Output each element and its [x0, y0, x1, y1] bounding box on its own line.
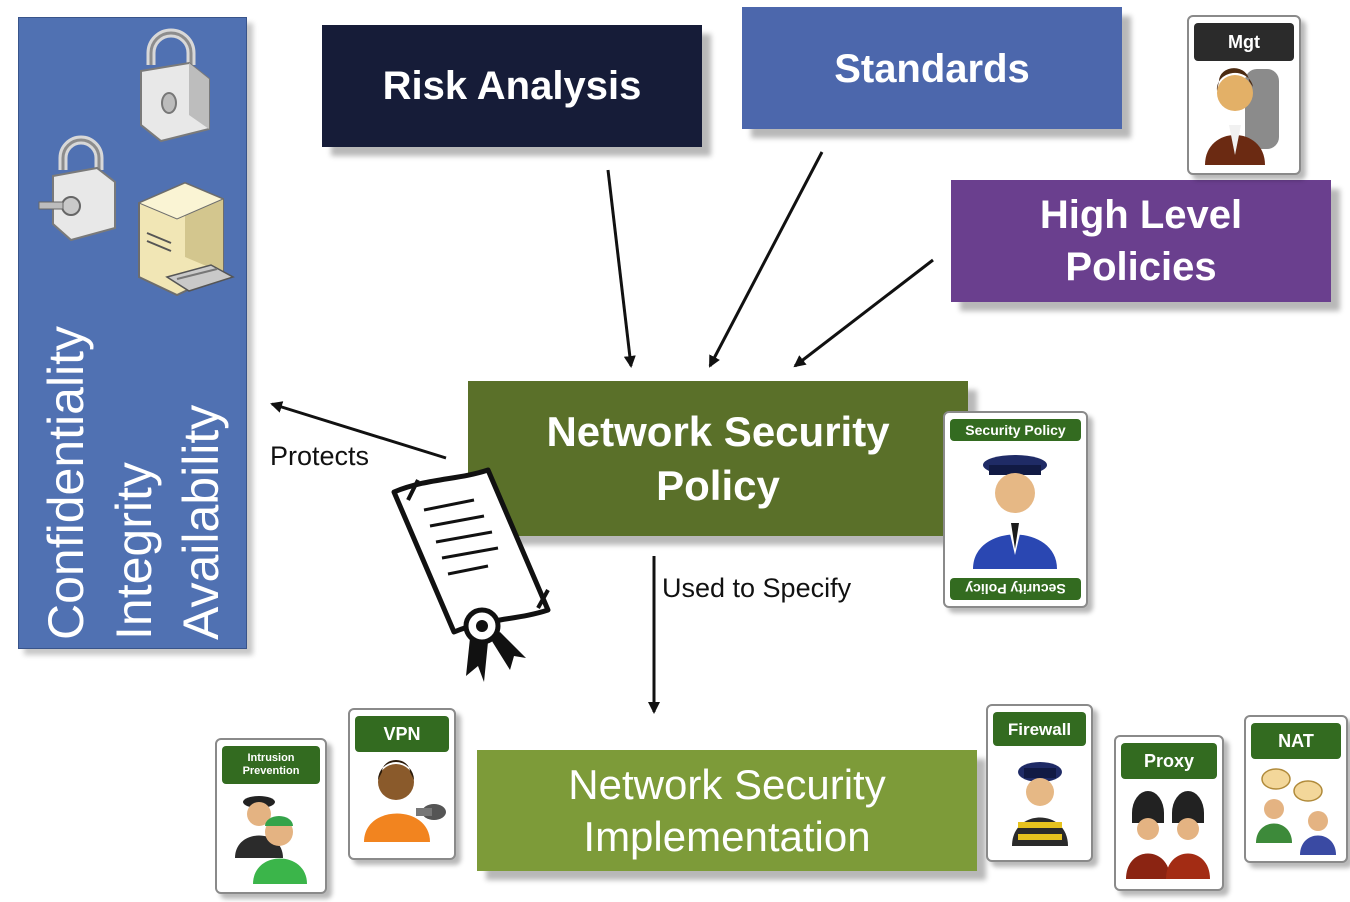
vpn-user-icon [364, 760, 446, 842]
proxy-users-icon [1126, 791, 1210, 879]
padlock-and-server-icons [38, 28, 235, 297]
security-policy-card: Security Policy Security Policy [943, 411, 1088, 608]
vpn-card-title: VPN [355, 716, 449, 752]
vpn-card: VPN [348, 708, 456, 860]
proxy-card: Proxy [1114, 735, 1224, 891]
standards-box: Standards [742, 7, 1122, 129]
padlock-icon [140, 28, 210, 143]
intrusion-prevention-card: Intrusion Prevention [215, 738, 327, 894]
nat-users-icon [1256, 768, 1336, 855]
arrow-hlp-to-nsp [793, 258, 934, 368]
padlock-icon [38, 135, 116, 242]
high-level-policies-label-line2: Policies [1065, 245, 1217, 289]
high-level-policies-box: High Level Policies [951, 180, 1331, 302]
prevention-label: Prevention [242, 765, 300, 777]
nsp-label-line2: Policy [656, 461, 780, 509]
nat-card-title: NAT [1251, 723, 1341, 759]
arrow-standards-to-nsp [708, 151, 824, 368]
intrusion-prevention-icon [235, 796, 307, 884]
network-security-implementation-box: Network Security Implementation [477, 750, 977, 871]
nat-card: NAT [1244, 715, 1348, 863]
risk-analysis-box: Risk Analysis [322, 25, 702, 147]
protects-label: Protects [270, 441, 370, 471]
police-officer-icon [973, 455, 1057, 569]
intrusion-prevention-card-title: Intrusion Prevention [222, 746, 320, 784]
firewall-card-title: Firewall [993, 712, 1086, 746]
security-policy-card-title-bottom: Security Policy [950, 578, 1081, 600]
mgt-card-title: Mgt [1194, 23, 1294, 61]
firefighter-icon [1012, 762, 1068, 846]
nsp-label-line1: Network Security [546, 407, 890, 455]
server-icon [137, 181, 235, 297]
certificate-icon [391, 467, 551, 682]
cia-panel: Confidentiality Integrity Availability [18, 17, 247, 649]
nsi-label-line2: Implementation [583, 812, 871, 860]
firewall-card: Firewall [986, 704, 1093, 862]
network-security-policy-box: Network Security Policy [468, 381, 968, 536]
proxy-card-title: Proxy [1121, 743, 1217, 779]
standards-label: Standards [834, 47, 1030, 91]
risk-analysis-label: Risk Analysis [382, 63, 642, 108]
arrow-protects [270, 401, 447, 460]
security-policy-card-title: Security Policy [950, 419, 1081, 441]
nsi-label-line1: Network Security [568, 760, 886, 808]
manager-icon [1205, 68, 1279, 165]
high-level-policies-label-line1: High Level [1039, 193, 1243, 237]
intrusion-label: Intrusion [247, 752, 295, 764]
mgt-card: Mgt [1187, 15, 1301, 175]
used-to-specify-label: Used to Specify [662, 573, 852, 603]
arrow-risk-to-nsp [606, 169, 636, 368]
